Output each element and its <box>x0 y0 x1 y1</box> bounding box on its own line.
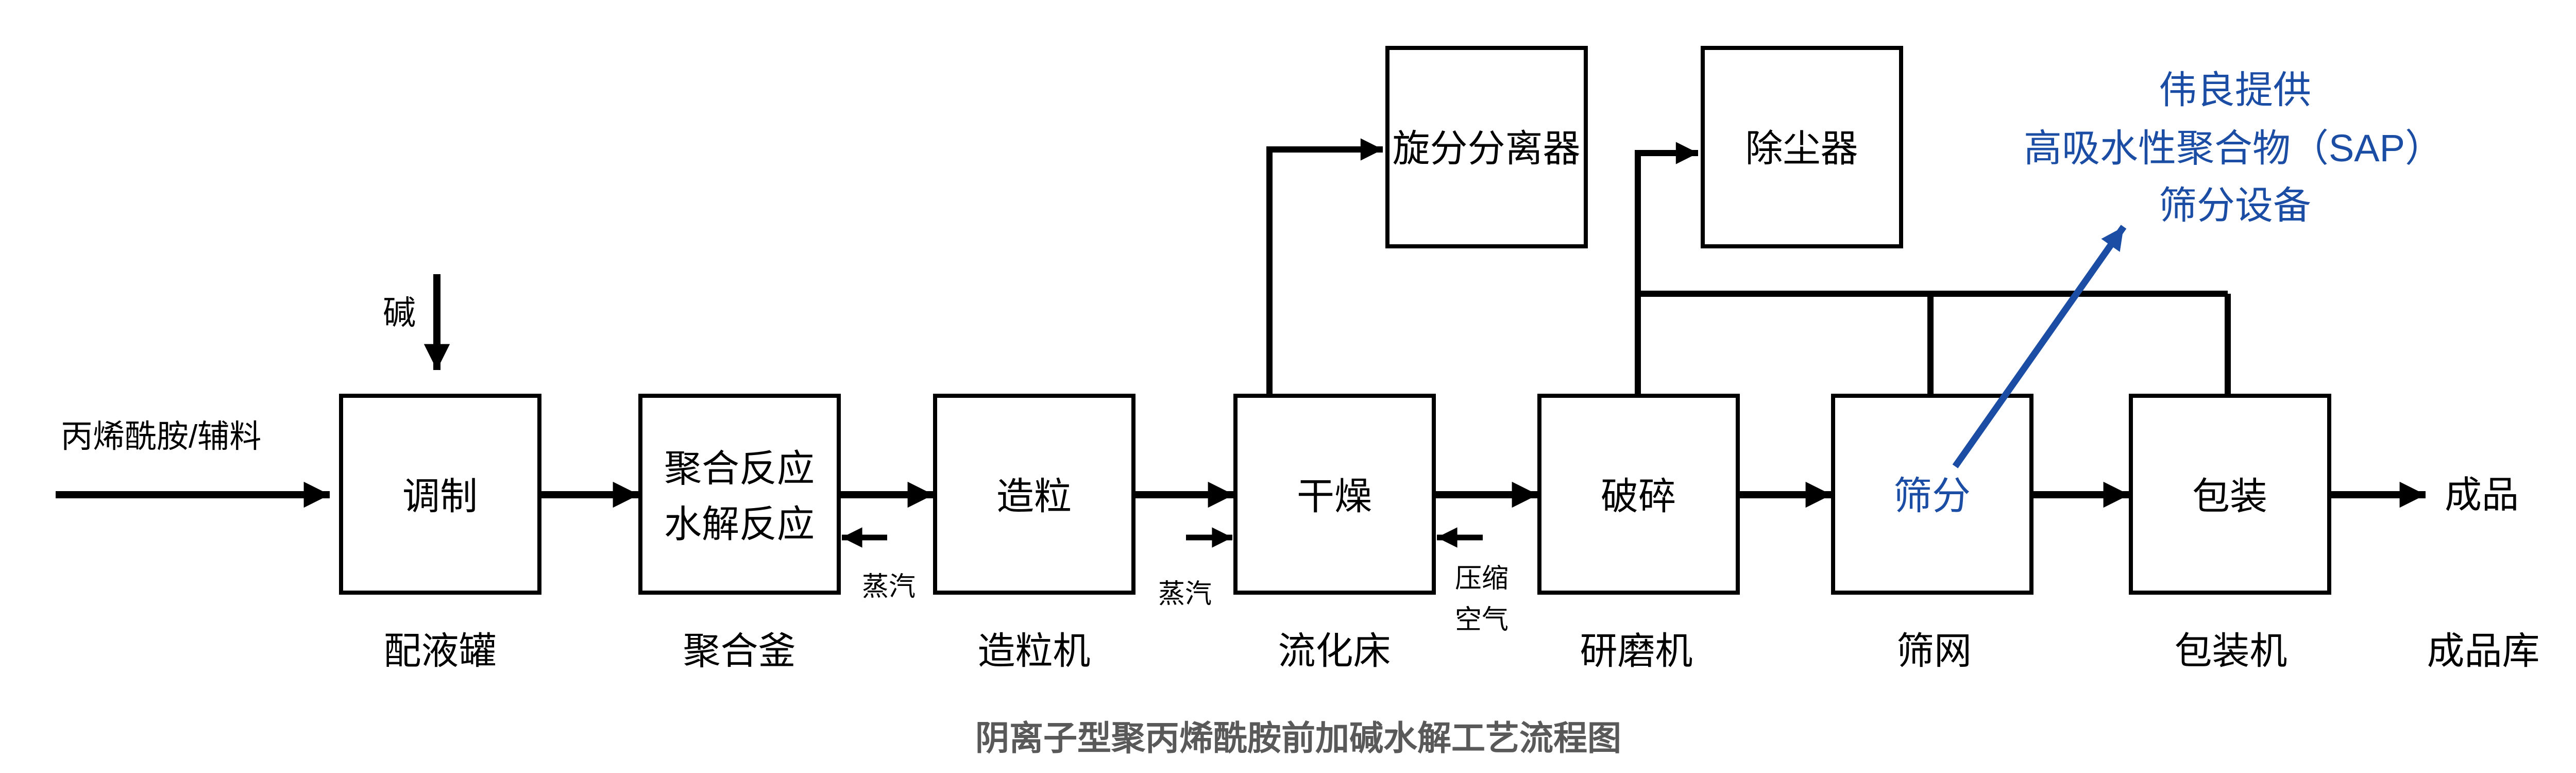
box-screening-label: 筛分 <box>1893 474 1971 517</box>
vendor-note-line1: 伟良提供 <box>2159 69 2311 111</box>
box-polymerization-label-line2: 水解反应 <box>664 503 815 545</box>
label-screen-mesh: 筛网 <box>1896 630 1972 672</box>
label-granulator: 造粒机 <box>978 630 1091 672</box>
label-fluidized-bed: 流化床 <box>1278 630 1391 672</box>
process-boxes: 调制 聚合反应 水解反应 造粒 干燥 破碎 筛分 包装 <box>339 394 2331 595</box>
box-cyclone-separator <box>1385 46 1588 248</box>
utility-labels: 蒸汽 蒸汽 压缩 空气 <box>862 564 1509 635</box>
vendor-note-line3: 筛分设备 <box>2159 184 2311 227</box>
label-solution-tank: 配液罐 <box>384 630 497 672</box>
alkali-label: 碱 <box>383 294 416 331</box>
box-preparation-label: 调制 <box>402 476 478 517</box>
box-screening <box>1831 394 2033 595</box>
riser-dryer-to-cyclone-arrow <box>1266 138 1383 397</box>
box-dust-collector-label: 除尘器 <box>1745 128 1858 170</box>
product-label: 成品 <box>2445 475 2519 516</box>
top-boxes: 旋分分离器 除尘器 <box>1385 46 1903 248</box>
label-grinder: 研磨机 <box>1580 630 1693 672</box>
box-packaging <box>2129 394 2331 595</box>
equipment-labels: 配液罐 聚合釜 造粒机 流化床 研磨机 筛网 包装机 成品库 <box>384 630 2540 672</box>
box-polymerization-label-line1: 聚合反应 <box>664 448 815 490</box>
box-drying-label: 干燥 <box>1297 476 1372 517</box>
compressed-air-label-line2: 空气 <box>1455 605 1509 635</box>
compressed-air-label-line1: 压缩 <box>1455 564 1509 594</box>
box-polymerization <box>638 394 841 595</box>
box-preparation <box>339 394 541 595</box>
box-crushing-label: 破碎 <box>1601 476 1676 517</box>
box-crushing <box>1537 394 1740 595</box>
box-packaging-label: 包装 <box>2192 476 2267 517</box>
box-dust-collector <box>1701 46 1903 248</box>
feed-label: 丙烯酰胺/辅料 <box>61 419 261 455</box>
label-packaging-machine: 包装机 <box>2175 630 2287 672</box>
label-polymerization-kettle: 聚合釜 <box>683 630 796 672</box>
vendor-callout-arrow <box>1952 225 2127 468</box>
vendor-annotation: 伟良提供 高吸水性聚合物（SAP） 筛分设备 <box>1952 69 2443 468</box>
main-flow-arrows <box>56 274 2426 508</box>
steam-label-1: 蒸汽 <box>862 572 916 602</box>
steam-label-2: 蒸汽 <box>1158 579 1212 609</box>
box-granulation <box>933 394 1136 595</box>
io-labels: 丙烯酰胺/辅料 碱 成品 <box>61 294 2519 516</box>
vendor-note-line2: 高吸水性聚合物（SAP） <box>2024 127 2443 170</box>
box-granulation-label: 造粒 <box>996 476 1072 517</box>
label-product-warehouse: 成品库 <box>2427 630 2540 672</box>
connector-lines <box>1266 138 2231 402</box>
diagram-title: 阴离子型聚丙烯酰胺前加碱水解工艺流程图 <box>975 719 1621 757</box>
box-drying <box>1233 394 1436 595</box>
box-cyclone-separator-label: 旋分分离器 <box>1393 128 1581 170</box>
riser-crusher-to-dust-collector-arrow <box>1635 142 1698 397</box>
